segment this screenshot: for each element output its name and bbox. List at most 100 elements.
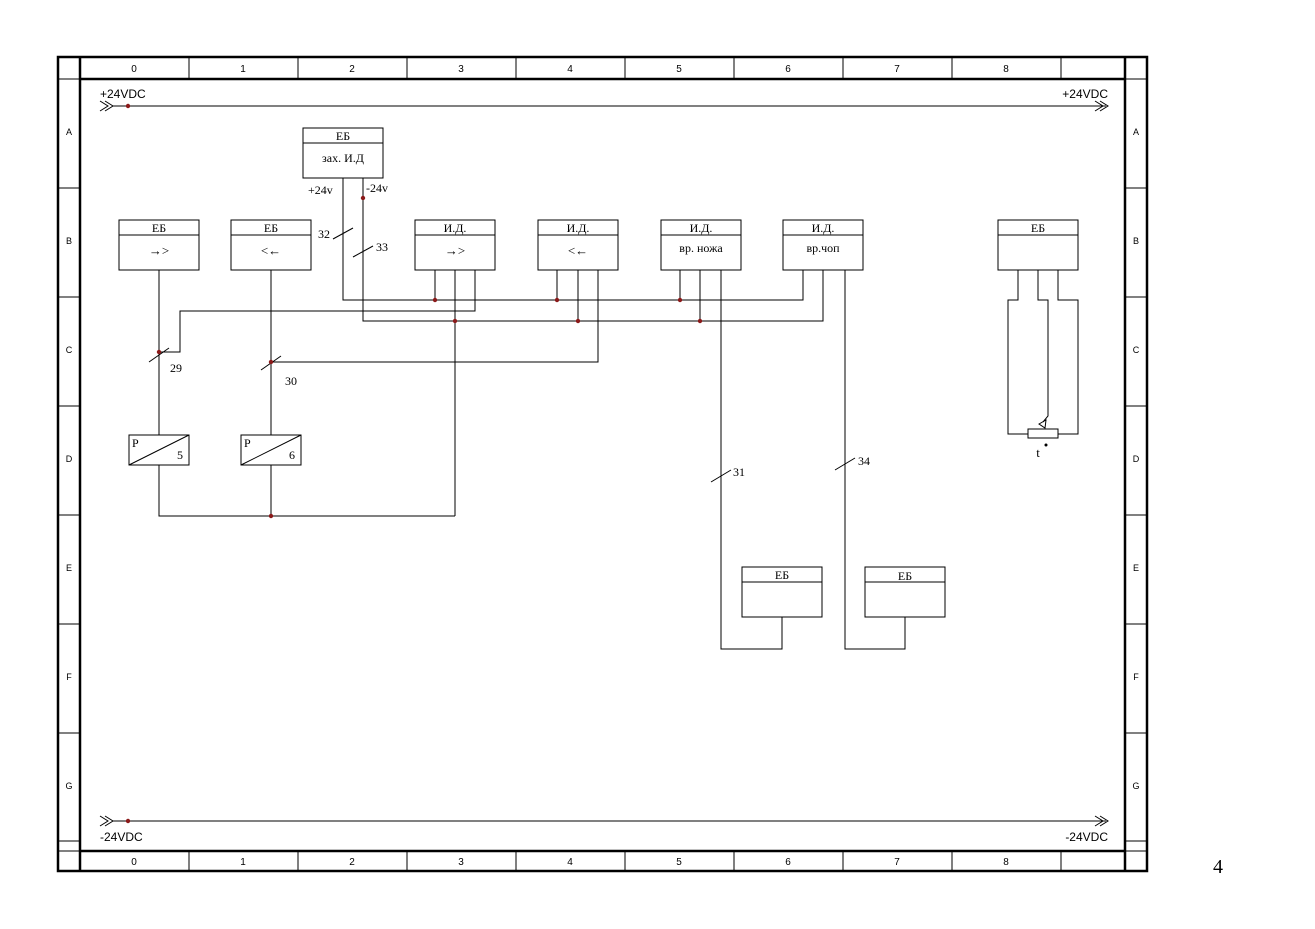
relay-5-number: 5 [177,448,183,462]
row-label-right: D [1133,454,1140,464]
junction-node [156,349,162,355]
wire-33 [720,270,783,650]
wire-labels: 32 33 29 30 31 34 +24v -24v [170,181,870,479]
row-label-right: B [1133,236,1139,246]
col-label-top: 0 [131,64,137,75]
eb-34-block[interactable]: ЕБ [864,566,946,618]
eb-34-head: ЕБ [898,569,912,583]
row-label-left: G [65,781,72,791]
id-forward-body: →> [445,243,465,258]
row-label-right: F [1133,672,1139,682]
temperature-sensor-circuit: t [1007,270,1079,460]
col-label-top: 1 [240,64,246,75]
eb-forward-head: ЕБ [152,221,166,235]
id-back-body: <← [568,243,588,258]
col-label-bottom: 0 [131,857,137,868]
eb-sensor-head: ЕБ [1031,221,1045,235]
id-back-head: И.Д. [567,221,590,235]
col-label-top: 5 [676,64,682,75]
eb-main-body: зах. И.Д [322,151,364,165]
junction-node [268,513,274,519]
relay-6[interactable]: P 6 [240,434,302,466]
col-label-top: 6 [785,64,791,75]
col-label-top: 7 [894,64,900,75]
id-knife-block[interactable]: И.Д. вр. ножа [660,219,742,271]
junction-node [697,318,703,324]
col-label-bottom: 1 [240,857,246,868]
col-label-bottom: 4 [567,857,573,868]
row-ruler-right: A B C D E F G [1125,127,1147,791]
col-label-top: 4 [567,64,573,75]
junction-node [575,318,581,324]
col-label-top: 8 [1003,64,1009,75]
eb-33-head: ЕБ [775,568,789,582]
wire-34 [844,270,906,650]
eb-main-block[interactable]: ЕБ зах. И.Д [302,127,384,179]
page-number: 4 [1213,856,1223,878]
col-label-bottom: 6 [785,857,791,868]
row-label-left: D [66,454,73,464]
id-chop-head: И.Д. [812,221,835,235]
junction-node [554,297,560,303]
wire-32 [362,178,824,322]
row-label-left: C [66,345,73,355]
rail-minus-label-left: -24VDC [100,830,143,844]
row-label-left: A [66,127,72,137]
col-label-bottom: 5 [676,857,682,868]
eb-33-block[interactable]: ЕБ [741,566,823,618]
relay-5[interactable]: P 5 [128,434,190,466]
rail-minus-24vdc: -24VDC -24VDC [99,815,1109,844]
supply-label-minus: -24v [366,181,388,195]
wire-label-31: 32 [318,227,330,241]
col-label-bottom: 7 [894,857,900,868]
id-chop-block[interactable]: И.Д. вр.чоп [782,219,864,271]
eb-forward-block[interactable]: ЕБ →> [118,219,200,271]
eb-back-body: <← [261,243,281,258]
rail-minus-node [125,818,131,824]
eb-sensor-block[interactable]: ЕБ [997,219,1079,271]
rail-plus-label-right: +24VDC [1062,87,1108,101]
col-label-bottom: 2 [349,857,355,868]
eb-main-head: ЕБ [336,129,350,143]
rail-plus-24vdc: +24VDC +24VDC [99,87,1109,112]
row-label-right: E [1133,563,1139,573]
relay-6-letter: P [244,436,251,450]
eb-back-head: ЕБ [264,221,278,235]
wire-label-34: 34 [858,454,870,468]
row-label-left: B [66,236,72,246]
junction-node [268,359,274,365]
relay-6-number: 6 [289,448,295,462]
eb-back-block[interactable]: ЕБ <← [230,219,312,271]
junction-node [452,318,458,324]
drawing-frame [56,55,1149,873]
col-label-top: 2 [349,64,355,75]
rail-minus-label-right: -24VDC [1065,830,1108,844]
row-label-left: E [66,563,72,573]
row-label-right: G [1132,781,1139,791]
row-label-left: F [66,672,72,682]
wire-label-32: 33 [376,240,388,254]
row-label-right: A [1133,127,1139,137]
rail-plus-node [125,103,131,109]
eb-forward-body: →> [149,243,169,258]
wire-label-30: 30 [285,374,297,388]
id-forward-block[interactable]: И.Д. →> [414,219,496,271]
row-ruler-left: A B C D E F G [58,127,80,791]
wire-label-29: 29 [170,361,182,375]
wire-31 [342,178,804,301]
column-ruler-top: 0 1 2 3 4 5 6 7 8 [131,57,1062,79]
junction-node [360,195,366,201]
wire-label-33: 31 [733,465,745,479]
col-label-bottom: 8 [1003,857,1009,868]
thermistor-icon [1027,428,1059,439]
sensor-label: t [1036,445,1040,460]
id-knife-body: вр. ножа [679,241,723,255]
id-knife-head: И.Д. [690,221,713,235]
id-back-block[interactable]: И.Д. <← [537,219,619,271]
row-label-right: C [1133,345,1140,355]
id-forward-head: И.Д. [444,221,467,235]
relay-5-letter: P [132,436,139,450]
column-ruler-bottom: 0 1 2 3 4 5 6 7 8 [131,851,1062,871]
supply-label-plus: +24v [308,183,333,197]
